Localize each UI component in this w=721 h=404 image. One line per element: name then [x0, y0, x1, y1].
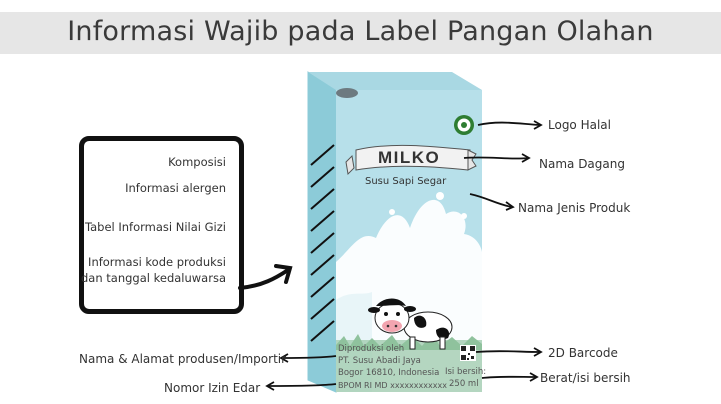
box-item-komposisi: Komposisi [168, 155, 226, 169]
box-item-gizi: Tabel Informasi Nilai Gizi [84, 220, 226, 234]
box-to-carton-arrow [238, 264, 293, 290]
box-item-kode-line2: dan tanggal kedaluwarsa [80, 271, 226, 285]
package-producer-line3: Bogor 16810, Indonesia [338, 368, 440, 378]
carton-side-panel [307, 71, 337, 393]
package-producer-line2: PT. Susu Abadi Jaya [338, 356, 421, 366]
side-stripes [310, 144, 335, 342]
package-subtitle: Susu Sapi Segar [365, 176, 447, 187]
label-izin: Nomor Izin Edar [164, 381, 261, 395]
page-title: Informasi Wajib pada Label Pangan Olahan [67, 16, 654, 47]
cow-illustration [368, 298, 453, 350]
package-isi-line2: 250 ml [449, 379, 479, 389]
label-logo-halal: Logo Halal [548, 118, 611, 132]
carton-top [308, 72, 482, 90]
brand-banner [345, 144, 477, 176]
info-box [79, 136, 244, 314]
arrow-icon [265, 120, 543, 391]
label-produsen: Nama & Alamat produsen/Importir [79, 352, 287, 366]
package-brand: MILKO [378, 148, 441, 167]
label-barcode: 2D Barcode [548, 346, 618, 360]
title-bar [0, 12, 721, 54]
box-item-alergen: Informasi alergen [125, 181, 226, 195]
halal-logo-icon [454, 115, 474, 135]
box-item-kode-line1: Informasi kode produksi [88, 255, 226, 269]
carton-cap [336, 88, 358, 98]
label-nama-dagang: Nama Dagang [539, 157, 625, 171]
qr-code-icon [460, 345, 476, 361]
label-nama-jenis: Nama Jenis Produk [518, 201, 631, 215]
package-producer-line1: Diproduksi oleh [338, 344, 405, 354]
package-bpom: BPOM RI MD xxxxxxxxxxxx [338, 381, 447, 390]
package-isi-line1: Isi bersih: [445, 367, 487, 377]
label-berat: Berat/isi bersih [540, 371, 631, 385]
